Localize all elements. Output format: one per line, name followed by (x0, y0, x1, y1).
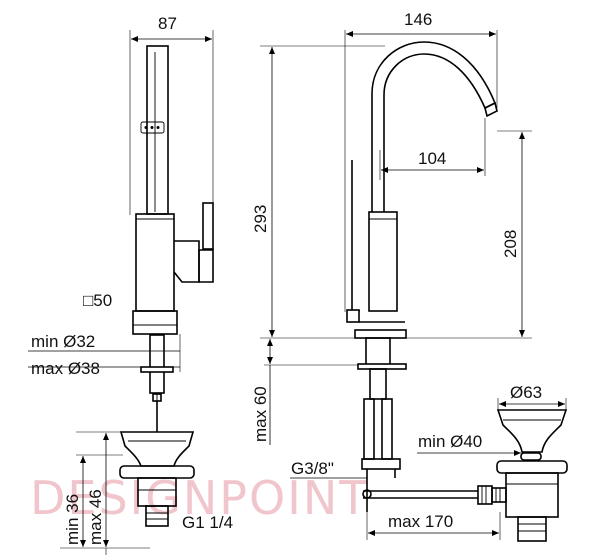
waste-body (505, 472, 559, 518)
front-view-body (368, 211, 398, 312)
dim-label-max-60: max 60 (251, 386, 270, 442)
lever-handle (173, 240, 200, 283)
side-view-upper-body (146, 45, 169, 215)
dim-label-inlet-thread: G3/8" (291, 459, 334, 478)
dim-label-max-170: max 170 (388, 512, 453, 531)
dim-label-waste-63: Ø63 (510, 383, 542, 402)
dim-label-hole-min: min Ø32 (31, 332, 95, 351)
flex-hose-left (363, 398, 375, 460)
spout (371, 41, 497, 212)
dim-label-base-square: □50 (83, 291, 112, 310)
waste-basin-plug (119, 431, 195, 467)
flex-hose-right (381, 398, 393, 460)
aerator-icon (140, 121, 165, 134)
dim-label-208: 208 (501, 230, 520, 258)
base-plate (132, 310, 178, 335)
front-view (260, 30, 532, 540)
dim-label-293: 293 (251, 205, 270, 233)
dim-label-87: 87 (158, 14, 177, 33)
waste-flange (496, 409, 568, 453)
dim-label-waste-min-40: min Ø40 (418, 432, 482, 451)
pop-up-knob (346, 309, 360, 323)
dim-label-hole-max: max Ø38 (31, 359, 100, 378)
mounting-shank (149, 334, 165, 394)
waste-detail (417, 398, 568, 542)
side-view (28, 30, 214, 555)
dim-label-min-36: min 36 (63, 494, 82, 545)
dim-label-max-46: max 46 (86, 489, 105, 545)
side-view-lower-body (135, 213, 175, 312)
dim-label-146: 146 (404, 10, 432, 29)
dimension-labels: 87 146 104 293 208 □50 min Ø32 max Ø38 m… (31, 10, 542, 545)
dim-label-104: 104 (418, 149, 446, 168)
dim-label-waste-thread: G1 1/4 (182, 513, 233, 532)
front-base-plate (354, 329, 407, 339)
watermark-text: DESIGNPOINT (30, 471, 369, 525)
